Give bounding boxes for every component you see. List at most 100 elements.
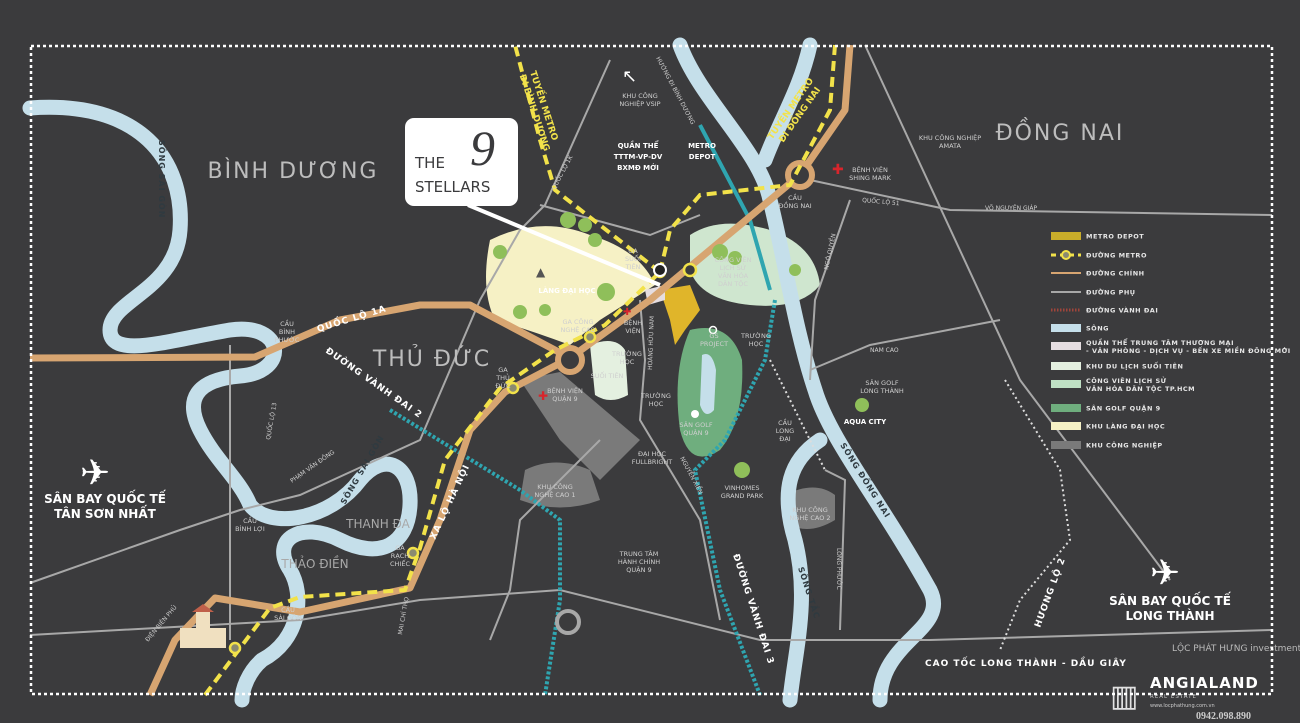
label-line: DÂN TỘC (718, 279, 748, 288)
label-line: BXMĐ MỚI (617, 163, 659, 172)
label-line: QUẬN 9 (683, 428, 708, 437)
watermark-website: www.locphathung.com.vn (1150, 703, 1215, 709)
road-cao-toc: CAO TỐC LONG THÀNH - DẦU GIÂY (925, 656, 1127, 669)
legend-label: KHU CÔNG NGHIỆP (1086, 441, 1163, 450)
legend-swatch (1051, 362, 1081, 370)
huong-lo-2 (999, 379, 1072, 651)
label-line: TÂN SƠN NHẤT (54, 504, 156, 521)
label-line: BÌNH (279, 327, 295, 336)
legend-item: KHU CÔNG NGHIỆP (1051, 441, 1163, 450)
label-line: TRƯỜNG (611, 349, 642, 358)
legend-item: QUẦN THỂ TRUNG TÂM THƯƠNG MẠI- VĂN PHÒNG… (1051, 337, 1290, 355)
label-line: DEPOT (689, 153, 716, 161)
legend-item: SÔNG (1051, 324, 1108, 333)
label-line: SÀI GÒN (274, 613, 302, 622)
map-frame (29, 44, 1274, 696)
label-line: GA (628, 247, 638, 255)
legend-label: CÔNG VIÊN LỊCH SỬ (1086, 375, 1167, 385)
hospital-icon: ✚ (623, 307, 631, 318)
lang-dai-hoc-area (486, 226, 655, 345)
label-line: GA CÔNG (562, 317, 593, 326)
label-line: CẦU (243, 515, 257, 525)
label-line: KHU CÔNG (622, 91, 658, 100)
district-dong-nai: ĐỒNG NAI (996, 118, 1125, 146)
label-line: TRƯỜNG (740, 331, 771, 340)
ring-roads (388, 299, 777, 696)
legend-label: SÂN GOLF QUẬN 9 (1086, 404, 1161, 413)
hospital-icon: ✚ (538, 389, 548, 403)
legend-swatch (1051, 422, 1081, 430)
legend-swatch (1051, 342, 1081, 350)
golf-lake (700, 354, 716, 414)
legend-label: KHU LÀNG ĐẠI HỌC (1086, 422, 1165, 431)
legend-item: KHU DU LỊCH SUỐI TIÊN (1051, 361, 1183, 371)
label-line: TRUNG TÂM (619, 549, 659, 558)
label-line: SÂN GOLF (679, 420, 712, 429)
legend-label: ĐƯỜNG CHÍNH (1086, 269, 1145, 278)
legend-swatch (1051, 232, 1081, 240)
label-line: VINHOMES (724, 484, 759, 492)
project-number: 9 (470, 120, 495, 176)
metro-station-icon (1061, 250, 1071, 260)
label-line: KHU CÔNG (792, 505, 828, 514)
label-line: TRƯỜNG (640, 391, 671, 400)
legend-swatch (1051, 324, 1081, 332)
label-line: FULLBRIGHT (632, 458, 673, 466)
legend-label: KHU DU LỊCH SUỐI TIÊN (1086, 361, 1183, 371)
label-line: NGHỆ CAO (561, 325, 596, 334)
project-pointer-line (467, 203, 661, 287)
legend-label: QUẦN THỂ TRUNG TÂM THƯƠNG MẠI (1086, 337, 1234, 347)
label-line: BỆNH (624, 318, 642, 327)
label-line: BÌNH LỢI (235, 524, 265, 533)
label-line: VĂN HÓA (718, 271, 749, 280)
watermark-phone: 0942.098.890 (1196, 711, 1251, 722)
label-line: THỦ (495, 372, 510, 382)
label-line: BỆNH VIỆN (547, 386, 583, 395)
legend-swatch (1051, 404, 1081, 412)
building-logo-icon: ▥ (1110, 679, 1138, 714)
road-ql51: QUỐC LỘ 51 (862, 196, 900, 207)
airplane-icon: ✈ (1150, 553, 1180, 594)
label-line: VIỆN (625, 326, 640, 335)
label-line: SÂN GOLF (865, 378, 898, 387)
project-line2: STELLARS (415, 178, 490, 196)
label-line: TIÊN (625, 262, 641, 271)
label-line: SÂN BAY QUỐC TẾ (1109, 591, 1232, 608)
label-line: RẠCH (391, 552, 410, 560)
legend-item: ĐƯỜNG VÀNH ĐAI (1051, 306, 1158, 315)
label-line: GRAND PARK (721, 492, 764, 500)
label-line: ĐẠI (779, 435, 790, 443)
hospital-icon: ✚ (832, 162, 844, 178)
label-line: QUẦN THỂ (618, 140, 659, 150)
label-line: SHING MARK (849, 174, 891, 182)
legend-label: ĐƯỜNG METRO (1086, 251, 1147, 260)
legend-item: METRO DEPOT (1051, 232, 1144, 241)
metro-depot-area (660, 285, 700, 345)
watermark: ▥ LỘC PHÁT HƯNG investment ANGIALAND REA… (1110, 642, 1300, 722)
label-line: CẦU (280, 318, 294, 328)
pin-icon (708, 325, 718, 335)
road-hoang-huu-nam: HOÀNG HỮU NAM (647, 316, 656, 370)
district-thanh-da: THANH ĐA (345, 517, 410, 531)
